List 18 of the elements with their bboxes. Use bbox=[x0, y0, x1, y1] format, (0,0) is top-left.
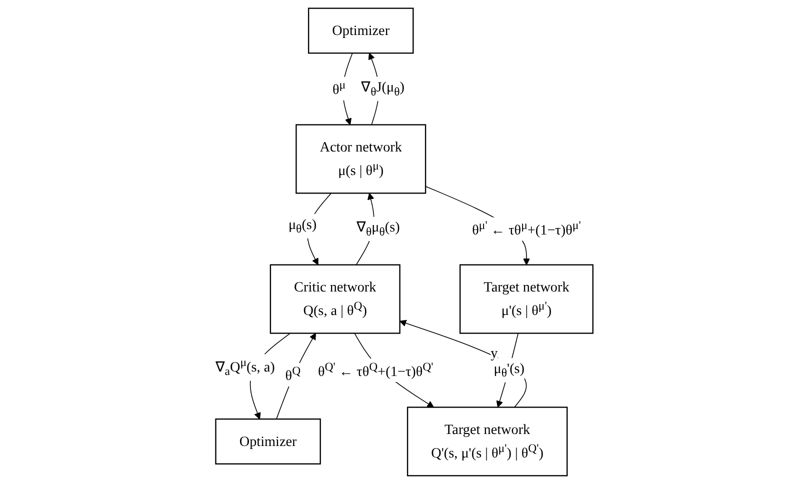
node-box: Target network μ'(s | θ$^{μ'}$) bbox=[459, 264, 594, 334]
node-box: Optimizer bbox=[215, 418, 321, 464]
edge-label: μ$_{θ}$(s) bbox=[288, 216, 317, 236]
edge-label: θ$^{Q}$ bbox=[285, 365, 301, 384]
arrow bbox=[342, 52, 353, 126]
arrow bbox=[276, 332, 316, 420]
node-box: Optimizer bbox=[308, 8, 414, 54]
edge-label: ∇$_{a}$Q$^{μ}$(s, a) bbox=[215, 356, 275, 378]
edge-label: θ$^{μ}$ bbox=[332, 79, 346, 98]
edge-label: y bbox=[490, 345, 498, 361]
edge-label: μ$_{θ}$'(s) bbox=[494, 360, 524, 380]
edge-label: ∇$_{θ}$J(μ$_{θ}$) bbox=[361, 79, 404, 98]
edge-label: θ$^{Q'}$ ← τθ$^{Q}$+(1−τ)θ$^{Q'}$ bbox=[318, 360, 434, 379]
edge-label: ∇$_{θ}$μ$_{θ}$(s) bbox=[356, 219, 400, 238]
node-box: Critic network Q(s, a | θ$^{Q}$) bbox=[270, 264, 400, 334]
edge-label: θ$^{μ'}$ ← τθ$^{μ}$+(1−τ)θ$^{μ'}$ bbox=[472, 220, 581, 238]
node-box: Target network Q'(s, μ'(s | θ$^{μ'}$) | θ$^{Q'}$) bbox=[406, 406, 568, 476]
node-box: Actor network μ(s | θ$^{μ}$) bbox=[296, 124, 426, 194]
